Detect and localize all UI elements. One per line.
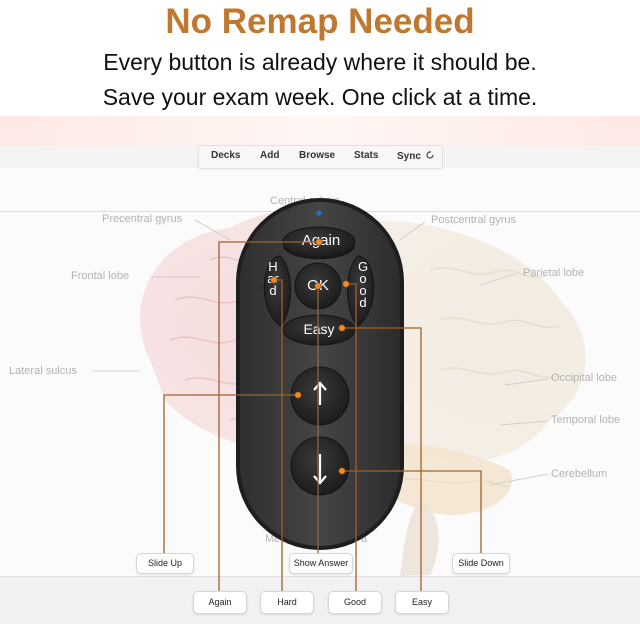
tagline-line-2: Save your exam week. One click at a time… <box>102 84 538 110</box>
remote-easy-button[interactable]: Easy <box>303 321 335 337</box>
label-parietal-lobe: Parietal lobe <box>523 267 585 279</box>
remote-control <box>236 198 404 550</box>
menu-sync-label: Sync <box>397 151 421 162</box>
callout-hard: Hard <box>260 591 314 614</box>
tagline-line-1: Every button is already where it should … <box>103 49 537 75</box>
sync-icon <box>426 150 434 159</box>
label-postcentral-gyrus: Postcentral gyrus <box>431 214 516 226</box>
callout-slide-down: Slide Down <box>452 553 510 574</box>
footer-bar <box>0 576 640 624</box>
callout-slide-up: Slide Up <box>136 553 194 574</box>
headline: No Remap Needed <box>165 2 475 41</box>
menu-browse[interactable]: Browse <box>299 150 336 161</box>
callout-easy: Easy <box>395 591 449 614</box>
menu-stats[interactable]: Stats <box>354 150 379 161</box>
menu-add[interactable]: Add <box>260 150 280 161</box>
label-temporal-lobe: Temporal lobe <box>551 414 621 426</box>
callout-show-answer: Show Answer <box>289 553 353 574</box>
arrow-down-icon[interactable] <box>306 450 334 486</box>
label-medulla-fragment-right: a <box>361 533 368 545</box>
remote-good-button[interactable]: Good <box>357 259 369 310</box>
callout-good: Good <box>328 591 382 614</box>
menu-decks[interactable]: Decks <box>211 150 241 161</box>
decorative-band <box>0 116 640 146</box>
label-lateral-sulcus: Lateral sulcus <box>9 365 77 377</box>
label-cerebellum: Cerebellum <box>551 468 608 480</box>
menu-bar: Decks Add Browse Stats Sync <box>198 145 443 169</box>
label-precentral-gyrus: Precentral gyrus <box>102 213 183 225</box>
label-occipital-lobe: Occipital lobe <box>551 372 618 384</box>
arrow-up-icon[interactable] <box>306 380 334 408</box>
label-frontal-lobe: Frontal lobe <box>71 270 130 282</box>
callout-again: Again <box>193 591 247 614</box>
menu-sync[interactable]: Sync <box>397 150 435 162</box>
